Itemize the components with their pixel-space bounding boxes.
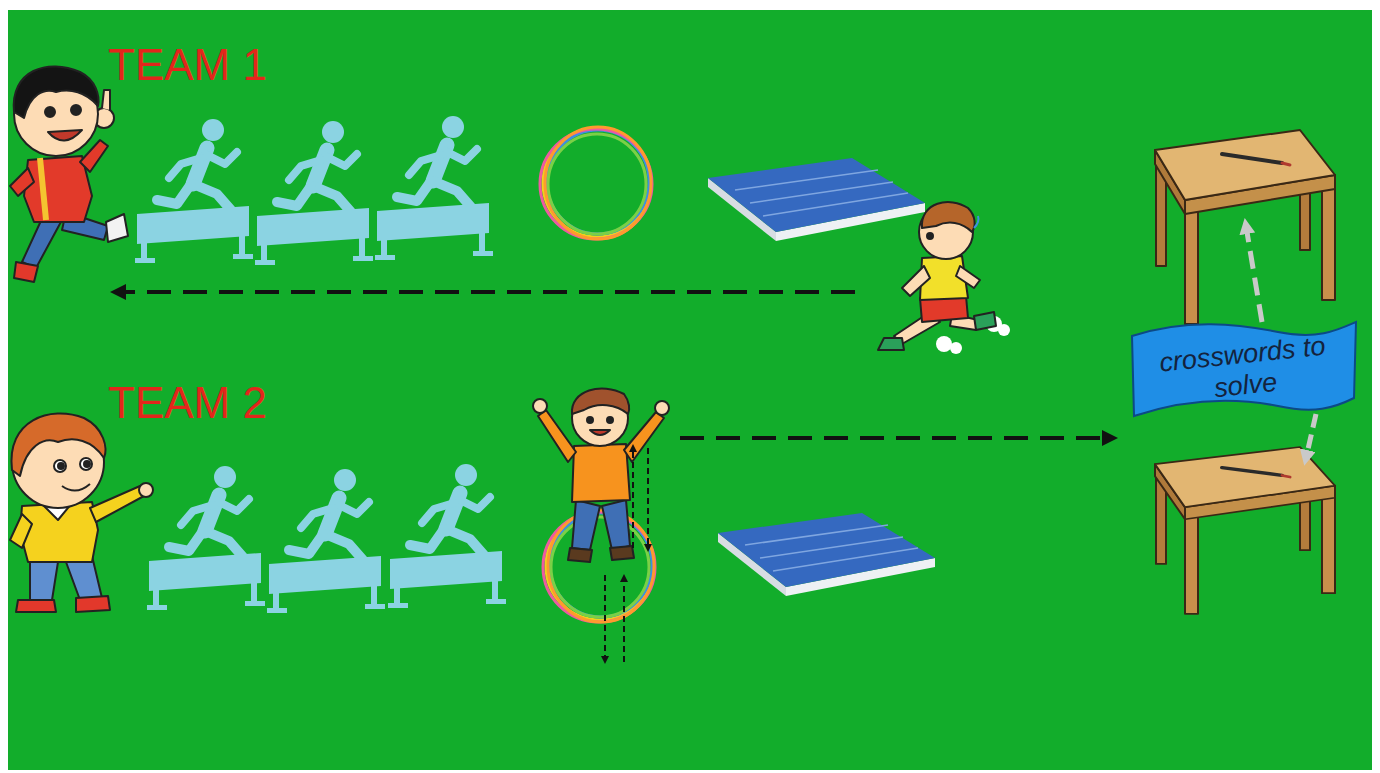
desk: [1155, 130, 1335, 324]
jumping-kid: [533, 388, 669, 562]
team2-kid: [10, 414, 153, 612]
banner-flag: crosswords to solve: [1128, 318, 1360, 422]
desk: [1155, 447, 1335, 614]
field-background: [8, 10, 1372, 770]
gym-mat: [718, 513, 935, 596]
hurdle-row: [135, 116, 506, 613]
team-label: TEAM 1: [108, 40, 267, 90]
hoop: [540, 127, 652, 239]
team1-kid: [10, 66, 128, 282]
gym-mat: [708, 158, 925, 241]
running-kid: [878, 202, 1010, 354]
hoop: [543, 510, 655, 622]
banner-text: crosswords to solve: [1123, 306, 1365, 434]
movement-arrows: [118, 226, 1316, 662]
team-label: TEAM 2: [108, 378, 267, 428]
